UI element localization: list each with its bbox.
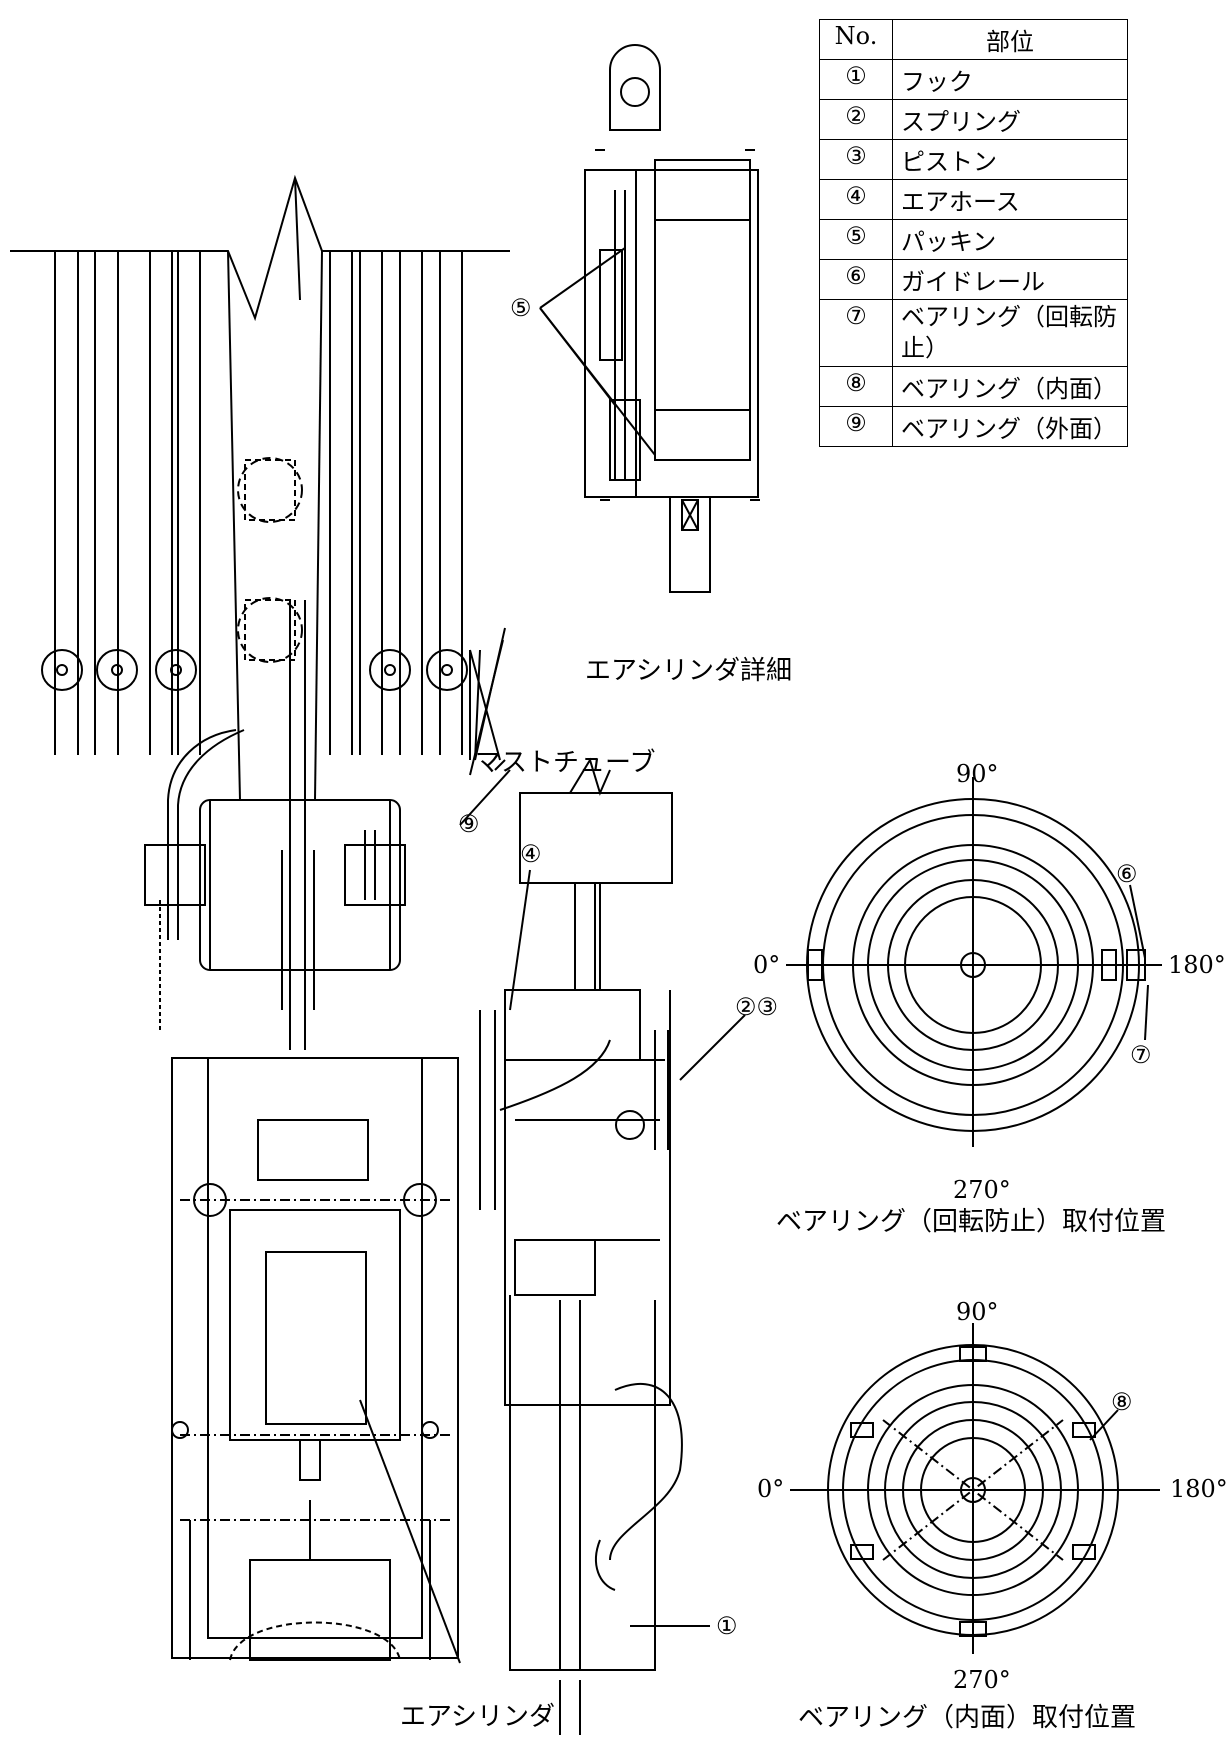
callout-6: ⑥ <box>1116 860 1138 888</box>
inner-angle-270: 270° <box>953 1666 1011 1694</box>
lower-body-front <box>171 1057 459 1661</box>
air-cylinder-label: エアシリンダ <box>400 1702 555 1732</box>
part-no: ⑥ <box>819 259 893 300</box>
part-no: ③ <box>819 139 893 180</box>
callout-4: ④ <box>520 840 542 868</box>
part-name: ベアリング（外面） <box>892 406 1128 448</box>
part-no: ② <box>819 99 893 140</box>
side-view <box>479 757 683 1735</box>
header-no: No. <box>819 19 893 60</box>
callout-7: ⑦ <box>1130 1041 1152 1069</box>
part-name: エアホース <box>892 179 1128 220</box>
mast-tube-label: マストチューブ <box>475 748 656 778</box>
inner-angle-90: 90° <box>956 1298 999 1326</box>
bearing-rotation-diagram <box>786 777 1162 1147</box>
leader-lines <box>359 247 1149 1664</box>
part-name: ピストン <box>892 139 1128 180</box>
bearing-rotation-position-label: ベアリング（回転防止）取付位置 <box>776 1207 1167 1237</box>
callout-2-3: ②③ <box>735 993 779 1021</box>
rotation-angle-180: 180° <box>1168 951 1226 979</box>
part-name: フック <box>892 59 1128 100</box>
part-name: ベアリング（回転防止） <box>892 298 1128 368</box>
part-no: ⑦ <box>819 298 893 368</box>
callout-8: ⑧ <box>1111 1388 1133 1416</box>
part-no: ⑤ <box>819 219 893 260</box>
part-name: ベアリング（内面） <box>892 366 1128 408</box>
callout-5: ⑤ <box>510 294 532 322</box>
rotation-angle-0: 0° <box>753 951 781 979</box>
part-name: ガイドレール <box>892 259 1128 300</box>
part-name: パッキン <box>892 219 1128 260</box>
callout-9: ⑨ <box>458 810 480 838</box>
part-no: ① <box>819 59 893 100</box>
part-no: ⑨ <box>819 406 893 448</box>
callout-1: ① <box>716 1612 738 1640</box>
inner-angle-0: 0° <box>757 1475 785 1503</box>
part-no: ④ <box>819 179 893 220</box>
drum-assembly <box>144 799 406 971</box>
air-cylinder-detail <box>584 44 760 593</box>
central-rod <box>159 600 315 1050</box>
part-no: ⑧ <box>819 366 893 408</box>
inner-angle-180: 180° <box>1170 1475 1228 1503</box>
bearing-inner-position-label: ベアリング（内面）取付位置 <box>798 1703 1137 1733</box>
rotation-angle-90: 90° <box>956 760 999 788</box>
header-part: 部位 <box>892 19 1128 60</box>
bearing-inner-diagram <box>790 1323 1160 1654</box>
air-cylinder-detail-label: エアシリンダ詳細 <box>585 656 792 686</box>
rotation-angle-270: 270° <box>953 1176 1011 1204</box>
part-name: スプリング <box>892 99 1128 140</box>
mast-tubes <box>10 174 510 801</box>
